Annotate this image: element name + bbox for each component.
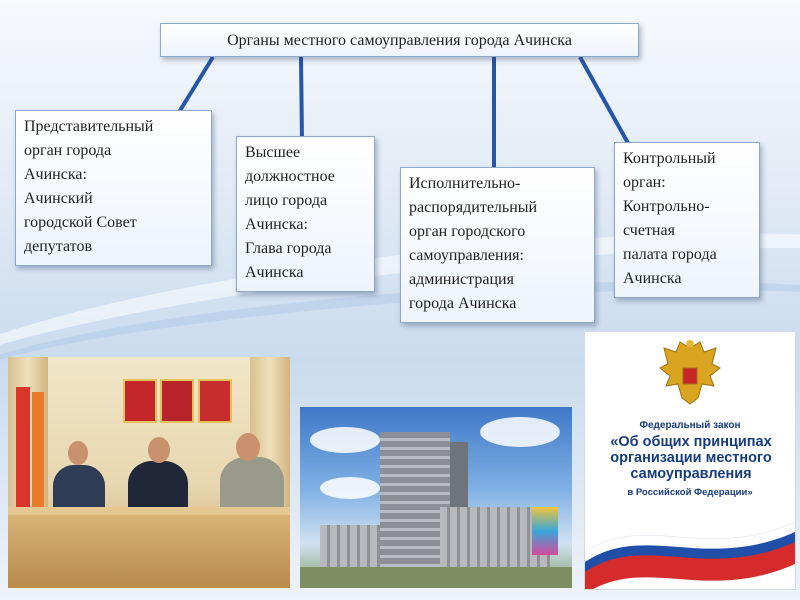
council-meeting-photo — [8, 357, 290, 588]
cloud — [310, 427, 380, 453]
city-administration-building-photo — [300, 407, 572, 588]
connector-representative — [174, 55, 215, 119]
coat-of-arms-icon — [160, 379, 194, 423]
cloud — [480, 417, 560, 447]
node-control: Контрольный орган: Контрольно- счетная п… — [614, 142, 760, 298]
node-line: Ачинска: — [245, 216, 308, 233]
law-title-line: самоуправления — [630, 466, 752, 482]
node-line: самоуправления: — [409, 247, 524, 264]
ground — [300, 567, 572, 588]
orange-flag — [32, 392, 44, 537]
law-title: «Об общих принципах организации местного… — [599, 434, 783, 482]
root-node-label: Органы местного самоуправления города Ач… — [227, 32, 572, 49]
node-line: городской Совет — [24, 214, 137, 231]
banner — [532, 507, 558, 555]
node-line: Ачинска — [623, 270, 682, 287]
node-line: орган городского — [409, 223, 526, 240]
node-executive: Исполнительно- распорядительный орган го… — [400, 167, 595, 323]
node-line: Ачинска — [245, 264, 304, 281]
node-line: палата города — [623, 246, 717, 263]
connector-head — [299, 56, 304, 143]
tower-building — [380, 432, 450, 570]
node-line: Исполнительно- — [409, 175, 521, 192]
node-line: Ачинский — [24, 190, 93, 207]
node-line: Высшее — [245, 144, 301, 161]
law-title-line: «Об общих принципах — [610, 434, 772, 450]
node-line: орган: — [623, 174, 666, 191]
node-line: должностное — [245, 168, 335, 185]
double-headed-eagle-icon — [659, 340, 721, 405]
node-head: Высшее должностное лицо города Ачинска: … — [236, 136, 375, 292]
regional-emblem-icon — [198, 379, 232, 423]
law-label: Федеральный закон — [639, 420, 741, 431]
desk — [8, 515, 290, 588]
law-title-line: организации местного — [610, 450, 772, 466]
node-line: Контрольный — [623, 150, 716, 167]
node-line: Ачинска: — [24, 166, 87, 183]
node-line: Контрольно- — [623, 198, 710, 215]
node-representative: Представительный орган города Ачинска: А… — [15, 110, 212, 266]
russian-flag-ribbon — [585, 521, 795, 589]
node-line: орган города — [24, 142, 112, 159]
node-line: лицо города — [245, 192, 328, 209]
node-line: города Ачинска — [409, 295, 517, 312]
connector-control — [578, 56, 630, 144]
node-line: счетная — [623, 222, 675, 239]
person-head — [148, 437, 170, 463]
federal-law-cover: Федеральный закон «Об общих принципах ор… — [584, 331, 796, 590]
node-line: распорядительный — [409, 199, 538, 216]
red-flag — [16, 387, 30, 537]
person-head — [68, 441, 88, 465]
cloud — [320, 477, 380, 499]
law-subtitle: в Российской Федерации» — [627, 487, 753, 498]
person-head — [236, 433, 260, 461]
city-emblem-icon — [123, 379, 157, 423]
root-node: Органы местного самоуправления города Ач… — [160, 23, 639, 57]
building-wing — [320, 525, 380, 570]
node-line: Представительный — [24, 118, 154, 135]
node-line: администрация — [409, 271, 514, 288]
node-line: депутатов — [24, 238, 93, 255]
node-line: Глава города — [245, 240, 332, 257]
building-wing — [440, 507, 550, 570]
